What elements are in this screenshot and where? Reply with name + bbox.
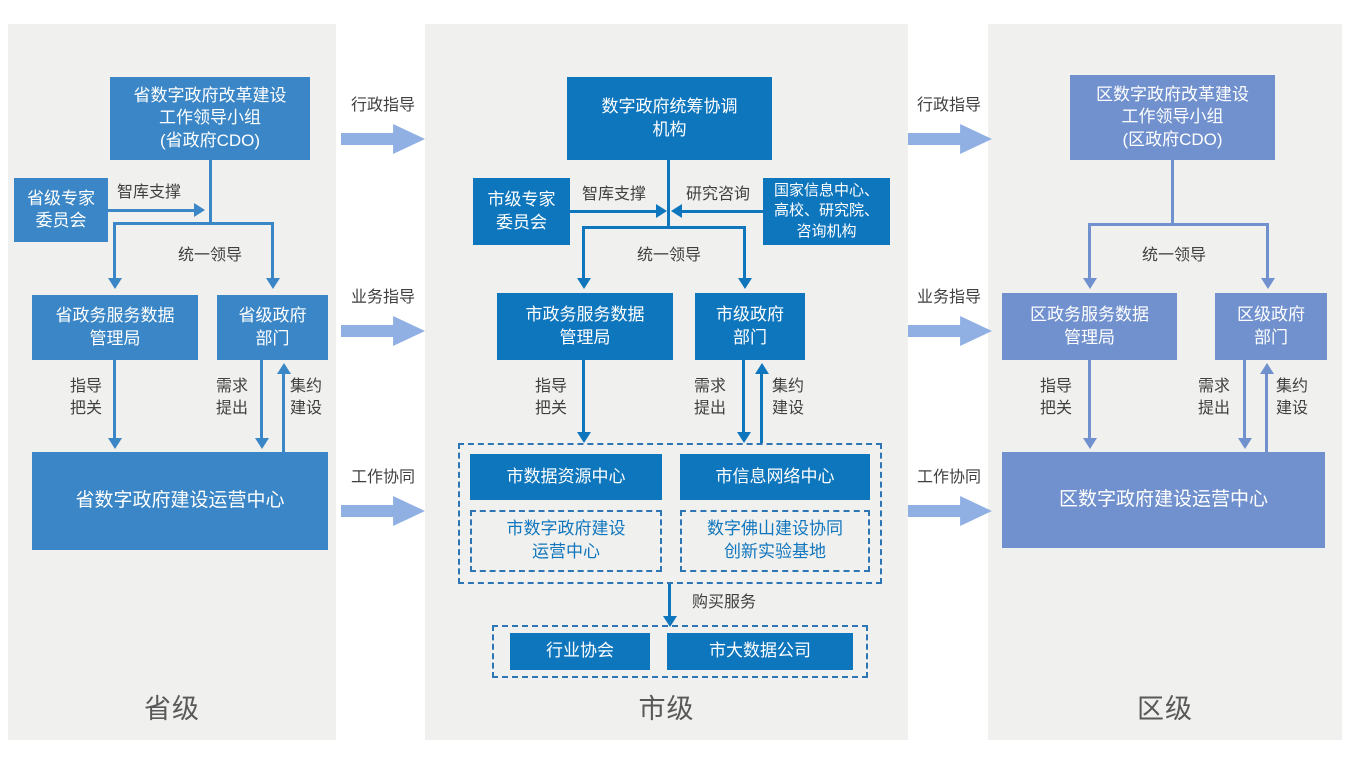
arrowhead <box>1083 438 1097 449</box>
connector-line <box>113 222 116 278</box>
arrowhead <box>1083 278 1097 289</box>
arrowhead <box>108 278 122 289</box>
gap1-admin-arrow <box>341 124 425 154</box>
arrowhead <box>577 432 591 443</box>
city-data-resource-center-box: 市数据资源中心 <box>470 454 662 500</box>
connector-line <box>742 360 745 432</box>
city-coordination-body-box: 数字政府统筹协调 机构 <box>567 77 772 160</box>
city-bigdata-company-box: 市大数据公司 <box>667 633 853 670</box>
connector-line <box>682 210 763 213</box>
city-innovation-base-dashed-box: 数字佛山建设协同 创新实验基地 <box>680 510 870 572</box>
arrowhead <box>663 616 677 627</box>
province-expert-committee-box: 省级专家 委员会 <box>14 178 108 242</box>
province-unified-leadership-label: 统一领导 <box>177 247 242 264</box>
arrowhead <box>277 363 291 374</box>
arrowhead <box>738 278 752 289</box>
gap1-collaboration-label: 工作协同 <box>350 469 415 486</box>
city-data-bureau-box: 市政务服务数据 管理局 <box>497 293 673 360</box>
connector-line <box>1088 360 1091 438</box>
city-level-label: 市级 <box>638 694 695 724</box>
district-level-label: 区级 <box>1137 694 1193 724</box>
connector-line <box>113 222 274 225</box>
arrowhead <box>266 278 280 289</box>
city-unified-leadership-label: 统一领导 <box>636 247 701 264</box>
city-guide-label: 指导 把关 <box>534 378 567 417</box>
connector-line <box>760 374 763 443</box>
arrowhead <box>577 278 591 289</box>
connector-line <box>1243 360 1246 438</box>
province-demand-label: 需求 提出 <box>215 378 248 417</box>
connector-line <box>570 210 656 213</box>
city-think-tank-label: 智库支撑 <box>581 186 646 203</box>
arrowhead <box>1260 363 1274 374</box>
arrowhead <box>194 203 205 217</box>
gap2-admin-guidance-label: 行政指导 <box>916 97 981 114</box>
connector-line <box>582 226 585 278</box>
connector-line <box>113 360 116 438</box>
gap2-business-guidance-label: 业务指导 <box>916 289 981 306</box>
province-data-bureau-box: 省政务服务数据 管理局 <box>32 295 198 360</box>
arrowhead <box>737 432 751 443</box>
city-ops-center-dashed-box: 市数字政府建设 运营中心 <box>470 510 662 572</box>
gap2-business-arrow <box>908 316 992 346</box>
district-leader-group-box: 区数字政府改革建设 工作领导小组 (区政府CDO) <box>1070 75 1275 160</box>
city-demand-label: 需求 提出 <box>693 378 726 417</box>
connector-line <box>106 209 194 212</box>
connector-line <box>271 222 274 278</box>
city-industry-association-box: 行业协会 <box>510 633 650 670</box>
gap2-admin-arrow <box>908 124 992 154</box>
city-research-consulting-label: 研究咨询 <box>685 186 750 203</box>
arrowhead <box>1238 438 1252 449</box>
province-guide-label: 指导 把关 <box>69 378 102 417</box>
connector-line <box>582 226 746 229</box>
province-gov-depts-box: 省级政府 部门 <box>217 295 328 360</box>
city-info-network-center-box: 市信息网络中心 <box>680 454 870 500</box>
gap1-business-guidance-label: 业务指导 <box>350 289 415 306</box>
connector-line <box>282 374 285 452</box>
province-think-tank-label: 智库支撑 <box>116 184 181 201</box>
connector-line <box>260 360 263 438</box>
connector-line <box>209 158 212 224</box>
district-demand-label: 需求 提出 <box>1197 378 1230 417</box>
arrowhead <box>671 204 682 218</box>
district-gov-depts-box: 区级政府 部门 <box>1215 293 1327 360</box>
province-ops-center-box: 省数字政府建设运营中心 <box>32 452 328 550</box>
connector-line <box>668 584 671 616</box>
gap2-collaboration-label: 工作协同 <box>916 469 981 486</box>
connector-line <box>1088 223 1269 226</box>
connector-line <box>1265 374 1268 452</box>
province-leader-group-box: 省数字政府改革建设 工作领导小组 (省政府CDO) <box>110 77 310 160</box>
district-intensive-label: 集约 建设 <box>1275 378 1308 417</box>
arrowhead <box>755 363 769 374</box>
connector-line <box>743 226 746 278</box>
district-guide-label: 指导 把关 <box>1039 378 1072 417</box>
city-advisory-institutions-box: 国家信息中心、 高校、研究院、 咨询机构 <box>763 178 890 245</box>
city-expert-committee-box: 市级专家 委员会 <box>473 178 570 245</box>
city-gov-depts-box: 市级政府 部门 <box>695 293 805 360</box>
gap1-collab-arrow <box>341 496 425 526</box>
gap1-business-arrow <box>341 316 425 346</box>
connector-line <box>667 160 670 228</box>
district-unified-leadership-label: 统一领导 <box>1141 247 1206 264</box>
city-purchase-service-label: 购买服务 <box>691 594 756 611</box>
arrowhead <box>255 438 269 449</box>
city-centers-dashed-frame <box>458 443 882 584</box>
province-level-label: 省级 <box>144 694 200 724</box>
gap1-admin-guidance-label: 行政指导 <box>350 97 415 114</box>
city-suppliers-dashed-frame <box>492 625 868 678</box>
connector-line <box>1088 223 1091 278</box>
arrowhead <box>656 204 667 218</box>
province-intensive-label: 集约 建设 <box>289 378 322 417</box>
city-intensive-label: 集约 建设 <box>771 378 804 417</box>
gap2-collab-arrow <box>908 496 992 526</box>
arrowhead <box>108 438 122 449</box>
district-ops-center-box: 区数字政府建设运营中心 <box>1002 452 1325 548</box>
connector-line <box>1171 160 1174 225</box>
district-data-bureau-box: 区政务服务数据 管理局 <box>1002 293 1177 360</box>
connector-line <box>582 360 585 432</box>
connector-line <box>1266 223 1269 278</box>
arrowhead <box>1261 278 1275 289</box>
